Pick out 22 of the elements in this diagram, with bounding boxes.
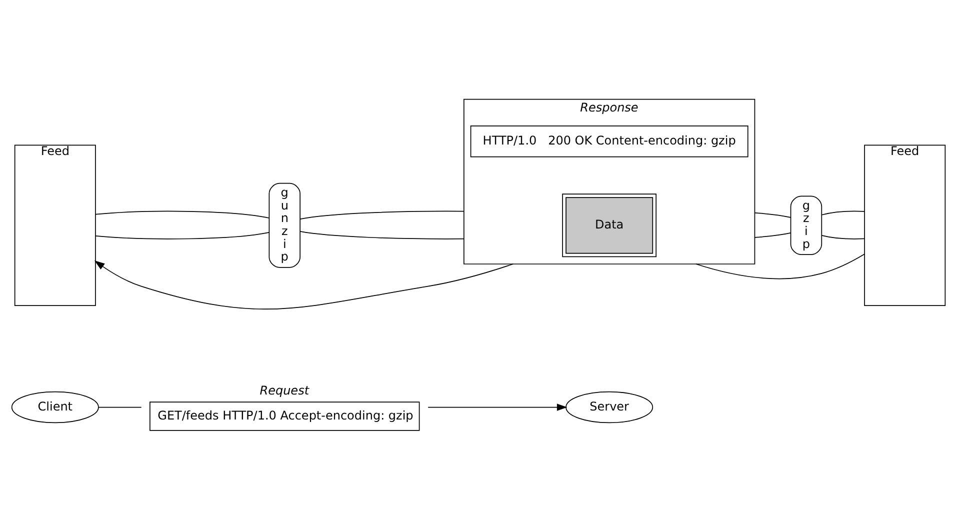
connector xyxy=(300,230,464,239)
node-ellipse: Server xyxy=(566,390,654,423)
node-label: Request xyxy=(260,383,310,398)
node-box: Data xyxy=(562,193,656,257)
connector xyxy=(95,210,270,218)
connector xyxy=(821,234,865,239)
node-box: HTTP/1.0 200 OK Content-encoding: gzip xyxy=(470,124,748,157)
connector xyxy=(300,210,464,219)
connector xyxy=(98,406,142,408)
node-box: gunzip xyxy=(268,182,300,268)
node-box: Feed xyxy=(864,144,946,306)
connector xyxy=(754,232,792,238)
arrow xyxy=(94,260,514,310)
node-box: gzip xyxy=(790,195,822,254)
node-ellipse: Client xyxy=(11,390,99,423)
connector xyxy=(696,253,865,279)
connector xyxy=(754,212,792,218)
connector xyxy=(821,210,865,215)
node-box: GET/feeds HTTP/1.0 Accept-encoding: gzip xyxy=(150,401,420,430)
arrow xyxy=(428,403,568,410)
node-box: Feed xyxy=(14,144,96,306)
connector xyxy=(95,232,270,239)
